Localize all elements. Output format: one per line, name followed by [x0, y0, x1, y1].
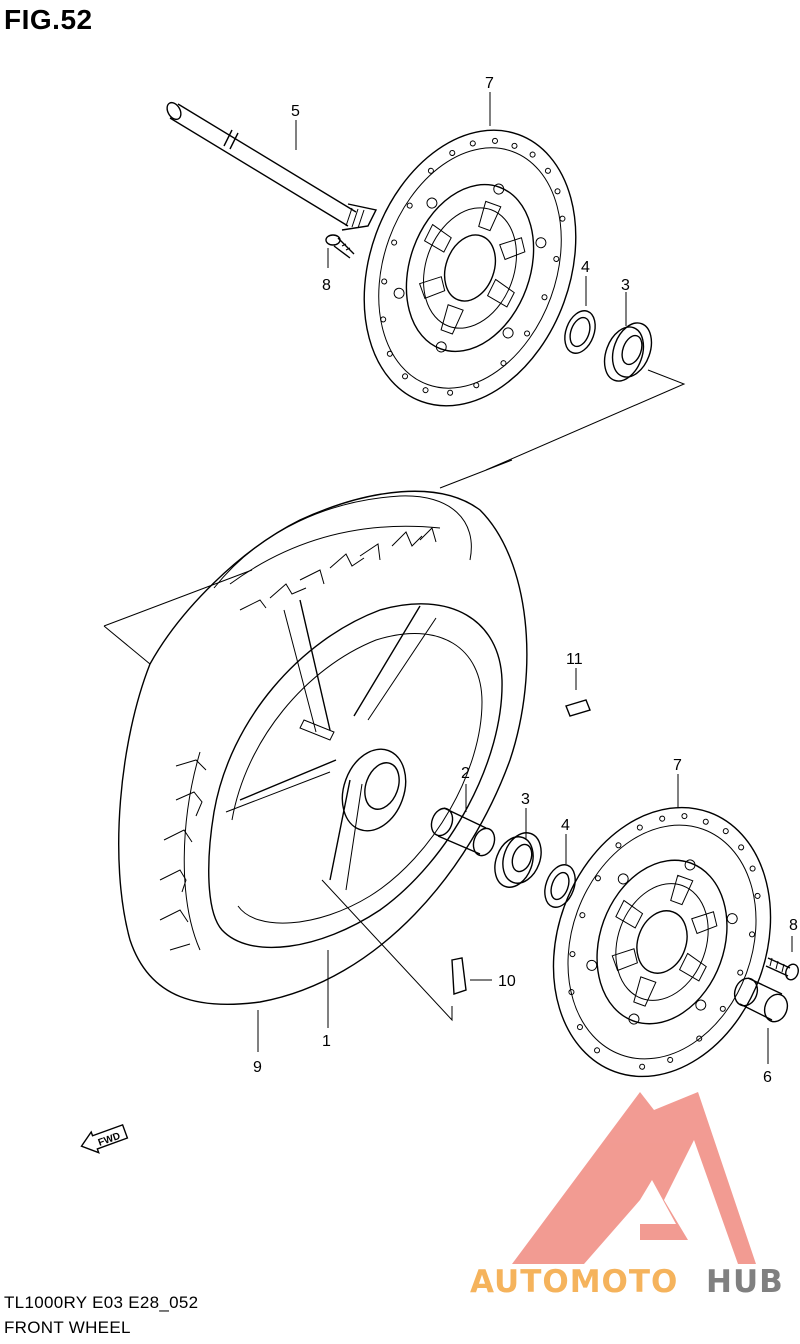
- bearing-lower: [494, 832, 542, 888]
- forward-direction-arrow: FWD: [80, 1123, 129, 1154]
- watermark-logo-icon: [512, 1092, 756, 1264]
- callout-10: 10: [498, 973, 516, 990]
- diagram-name: FRONT WHEEL: [4, 1318, 131, 1337]
- callout-numbers: 5 7 8 4 3 11 2 3 4 7 8 10 1 9 6: [253, 75, 798, 1086]
- brake-disc-lower: [552, 806, 772, 1078]
- callout-5: 5: [291, 103, 300, 120]
- callout-3-top: 3: [621, 277, 630, 294]
- callout-11: 11: [566, 651, 583, 668]
- model-code: TL1000RY E03 E28_052: [4, 1293, 199, 1312]
- watermark-text-hub: HUB: [706, 1264, 784, 1300]
- hub-spacer: [430, 807, 496, 857]
- callout-6: 6: [763, 1069, 772, 1086]
- callout-4-low: 4: [561, 817, 570, 834]
- balance-weight: [565, 699, 591, 717]
- figure-title: FIG.52: [4, 4, 93, 35]
- dust-seal-lower: [544, 864, 576, 908]
- callout-7-top: 7: [485, 75, 494, 92]
- callout-8-low: 8: [789, 917, 798, 934]
- disc-bolt-top: [325, 234, 355, 259]
- callout-2: 2: [461, 765, 470, 782]
- callout-9: 9: [253, 1059, 262, 1076]
- callout-8-top: 8: [322, 277, 331, 294]
- assembly-lines: [103, 369, 686, 1022]
- front-wheel-rim: [208, 599, 503, 949]
- tire-valve: [451, 957, 492, 995]
- bearing-upper: [603, 322, 653, 382]
- front-tire: [118, 490, 528, 1006]
- watermark-text-automoto: AUTOMOTO: [470, 1264, 678, 1300]
- wheel-collar: [733, 977, 789, 1023]
- callout-7-low: 7: [673, 757, 682, 774]
- disc-bolt-lower: [765, 957, 799, 981]
- callout-1: 1: [322, 1033, 331, 1050]
- brake-disc-upper: [363, 129, 577, 407]
- automotohub-watermark: AUTOMOTO HUB: [470, 1092, 784, 1300]
- callout-4-top: 4: [581, 259, 590, 276]
- dust-seal-upper: [564, 310, 596, 354]
- leader-lines: [257, 92, 793, 1064]
- callout-3-low: 3: [521, 791, 530, 808]
- front-axle: [166, 101, 378, 231]
